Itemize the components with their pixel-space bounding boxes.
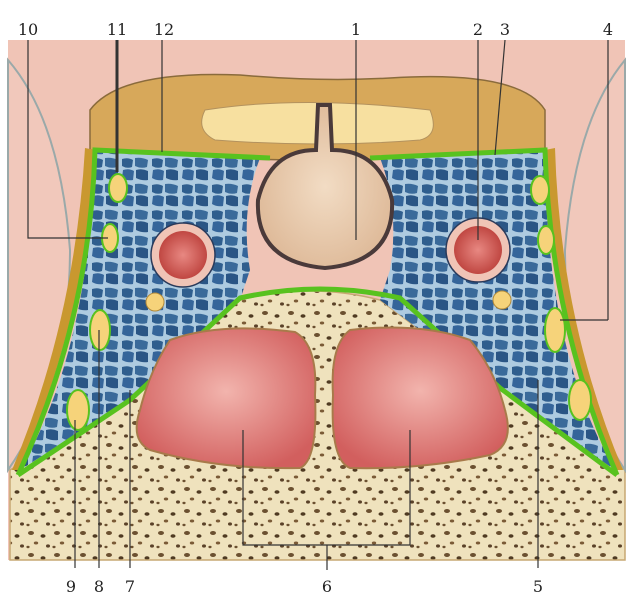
label-6: 6 [312, 578, 342, 596]
label-12: 12 [149, 21, 179, 39]
left-ophthalmic-nerve [90, 310, 110, 350]
label-9: 9 [56, 578, 86, 596]
label-5: 5 [523, 578, 553, 596]
left-maxillary-nerve [67, 390, 89, 430]
left-oculomotor-nerve [109, 174, 127, 202]
label-10: 10 [13, 21, 43, 39]
right-abducens-nerve [493, 291, 511, 309]
right-ophthalmic-nerve [545, 308, 565, 352]
left-abducens-nerve [146, 293, 164, 311]
label-11: 11 [102, 21, 132, 39]
label-1: 1 [341, 21, 371, 39]
label-2: 2 [463, 21, 493, 39]
label-8: 8 [84, 578, 114, 596]
right-oculomotor-nerve [531, 176, 549, 204]
label-7: 7 [115, 578, 145, 596]
right-trochlear-nerve [538, 226, 554, 254]
label-3: 3 [490, 21, 520, 39]
left-carotid-lumen [159, 231, 207, 279]
left-sphenoid-sinus [137, 328, 316, 468]
label-4: 4 [593, 21, 623, 39]
right-maxillary-nerve [569, 380, 591, 420]
